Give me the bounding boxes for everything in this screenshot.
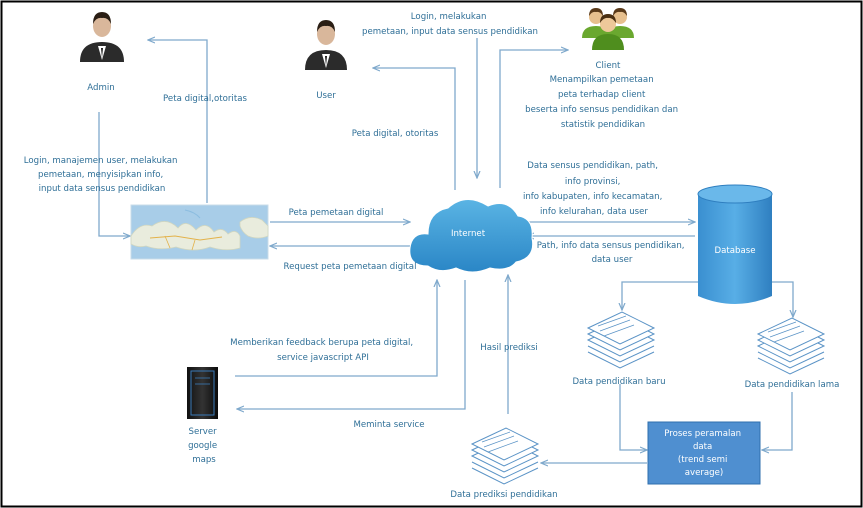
server-label-line: Server [189,427,218,437]
user-label: User [316,91,336,101]
digital-map-image [130,204,269,260]
database-cylinder: Database [697,184,773,304]
user-out-line: pemetaan, input data sensus pendidikan [362,27,538,37]
client-description: Menampilkan pemetaan peta terhadap clien… [525,75,681,130]
user-in-label: Peta digital, otoritas [352,129,439,139]
data-new-label: Data pendidikan baru [572,377,665,387]
data-old-label: Data pendidikan lama [745,380,840,390]
server-to-net-line: Memberikan feedback berupa peta digital, [230,338,413,348]
user-out-label: Login, melakukan pemetaan, input data se… [362,12,538,37]
admin-out-line: pemetaan, menyisipkan info, [38,170,163,180]
net-to-db-line: info kabupaten, info kecamatan, [523,192,662,202]
admin-out-label: Login, manajemen user, melakukan pemetaa… [24,156,180,194]
forecast-process-box: Proses peramalan data (trend semi averag… [647,421,761,485]
admin-in-label: Peta digital,otoritas [163,94,247,104]
server-label: Server google maps [188,427,220,465]
pred-result-label: Hasil prediksi [480,343,537,353]
client-actor: Client Menampilkan pemetaan peta terhada… [525,8,681,130]
db-to-net-line: Path, info data sensus pendidikan, [537,241,685,251]
net-to-db-label: Data sensus pendidikan, path, info provi… [523,161,665,217]
process-label-line: average) [685,468,724,478]
client-desc-line: peta terhadap client [558,90,646,100]
admin-out-line: input data sensus pendidikan [39,184,166,194]
process-label-line: data [693,442,712,452]
admin-out-line: Login, manajemen user, melakukan [24,156,178,166]
client-desc-line: statistik pendidikan [561,120,645,130]
user-icon [305,20,347,70]
client-desc-line: beserta info sensus pendidikan dan [525,105,678,115]
database-label: Database [714,246,755,256]
net-to-db-line: Data sensus pendidikan, path, [527,161,658,171]
process-label-line: Proses peramalan [664,429,741,439]
data-new-document-stack [586,311,656,369]
data-old-document-stack [756,317,826,375]
server-label-line: maps [192,455,216,465]
internet-label: Internet [451,229,486,239]
internet-cloud: Internet [409,199,534,273]
net-to-db-line: info provinsi, [565,177,620,187]
client-desc-line: Menampilkan pemetaan [550,75,654,85]
user-actor: User [305,20,347,101]
server-icon [187,367,218,419]
client-group-icon [582,8,634,50]
net-to-db-line: info kelurahan, data user [540,207,648,217]
server-to-net-line: service javascript API [277,353,369,363]
connector-arrows [98,38,793,463]
admin-label: Admin [87,83,114,93]
server-label-line: google [188,441,217,451]
net-to-map-label: Request peta pemetaan digital [284,262,417,272]
server-to-net-label: Memberikan feedback berupa peta digital,… [230,338,416,363]
db-to-net-line: data user [592,255,633,265]
process-label: Proses peramalan data (trend semi averag… [664,429,744,478]
data-prediction-label: Data prediksi pendidikan [450,490,557,500]
data-prediction-document-stack [470,427,540,485]
admin-actor: Admin [80,12,124,93]
process-label-line: (trend semi [678,455,728,465]
net-to-server-label: Meminta service [353,420,424,430]
admin-icon [80,12,124,62]
user-out-line: Login, melakukan [411,12,487,22]
client-label: Client [596,61,622,71]
db-to-net-label: Path, info data sensus pendidikan, data … [537,241,688,265]
map-to-net-label: Peta pemetaan digital [289,208,384,218]
